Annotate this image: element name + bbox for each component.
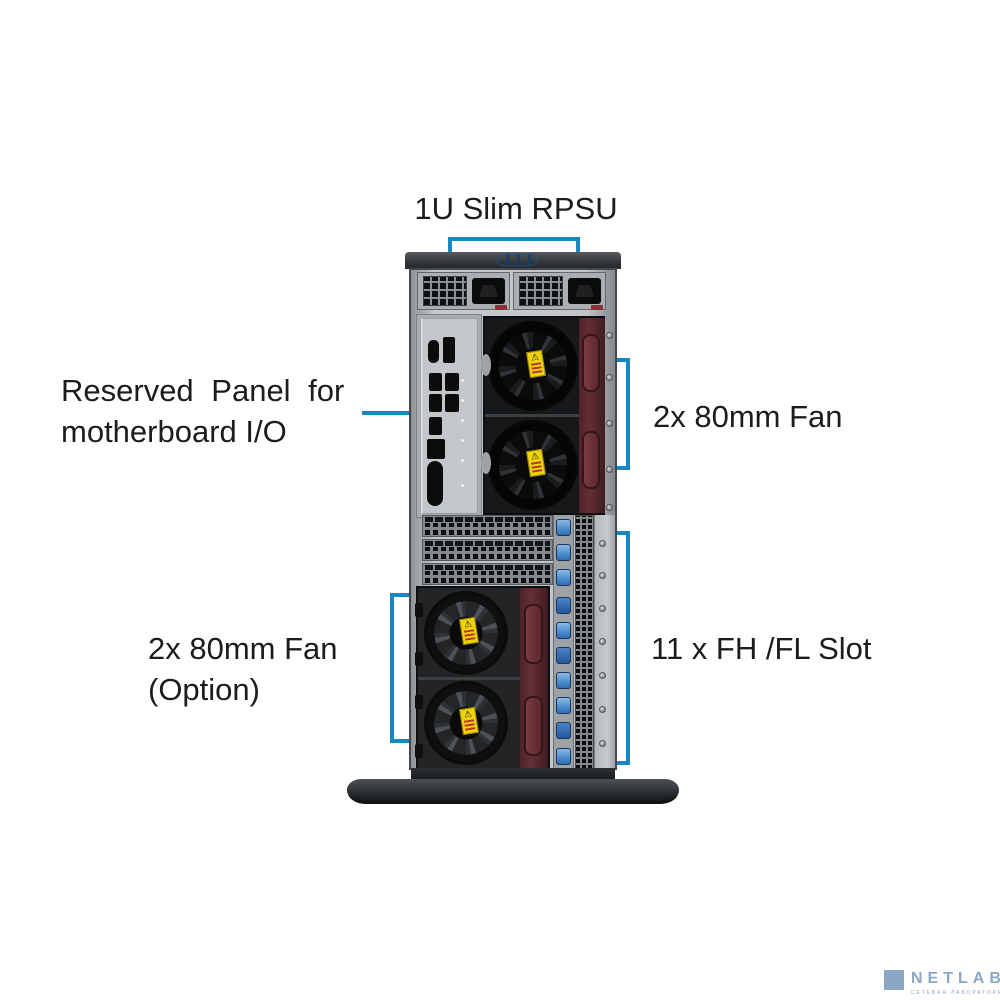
fan-lower-bracket-top-arm	[390, 593, 418, 597]
label-slots: 11 x FH /FL Slot	[651, 631, 872, 666]
pci-slot-vents	[425, 571, 550, 583]
slot-latch	[556, 622, 571, 639]
chassis-bottom-strip	[411, 768, 615, 781]
fan-handle	[582, 334, 600, 392]
lower-fan-module	[415, 586, 550, 770]
netlab-logo-text: NETLAB® СЕТЕВАЯ ЛАБОРАТОРИЯ	[911, 970, 1000, 996]
netlab-logo-square-icon	[884, 970, 904, 990]
fan	[424, 591, 508, 675]
slot-latch	[556, 519, 571, 536]
io-port	[443, 337, 455, 363]
pci-slot-vents	[425, 547, 550, 559]
slot-latch	[556, 544, 571, 561]
pci-slot-row	[422, 563, 553, 585]
io-marker-dot	[461, 439, 464, 442]
fan	[488, 420, 578, 510]
screw	[599, 672, 606, 679]
label-fan-lower-line2: (Option)	[148, 672, 260, 707]
label-psu: 1U Slim RPSU	[414, 191, 618, 226]
screw	[606, 466, 613, 473]
netlab-logo: NETLAB® СЕТЕВАЯ ЛАБОРАТОРИЯ	[884, 970, 1000, 996]
slot-latch	[556, 597, 571, 614]
fan	[424, 681, 508, 765]
fan-lower-bracket-bottom-arm	[390, 739, 418, 743]
pci-slot-vents	[425, 523, 550, 535]
io-marker-dot	[461, 399, 464, 402]
io-port	[429, 373, 442, 391]
pci-slot-row	[422, 539, 553, 561]
io-marker-dot	[461, 459, 464, 462]
tower-foot	[347, 779, 679, 804]
screw	[599, 605, 606, 612]
fan-divider	[418, 677, 548, 680]
psu1-power-inlet	[472, 278, 505, 304]
fan	[488, 321, 578, 411]
fan-clip	[415, 603, 423, 617]
screw	[606, 374, 613, 381]
psu2-clip	[591, 305, 603, 310]
label-fan-lower: 2x 80mm Fan (Option)	[148, 628, 338, 710]
io-port	[445, 373, 459, 391]
label-fan-lower-line1: 2x 80mm Fan	[148, 631, 338, 666]
fan-mount-tab	[481, 452, 491, 474]
psu2-vent-grid	[519, 276, 563, 306]
pci-slot-edge	[425, 517, 550, 522]
screw	[599, 740, 606, 747]
fan-clip	[415, 695, 423, 709]
io-port	[429, 394, 442, 412]
psu2-power-inlet	[568, 278, 601, 304]
pci-slot-edge	[425, 541, 550, 546]
upper-fan-module	[481, 316, 605, 515]
fan-upper-bracket-vertical	[626, 358, 630, 470]
reserved-panel-pointer-line	[362, 411, 438, 415]
screw	[599, 540, 606, 547]
label-reserved-panel-line1: Reserved Panel for	[61, 373, 345, 408]
pci-slot-edge	[425, 565, 550, 570]
screw	[599, 706, 606, 713]
io-panel	[421, 318, 478, 514]
io-marker-dot	[461, 484, 464, 487]
fan-clip	[415, 652, 423, 666]
label-fan-upper: 2x 80mm Fan	[653, 399, 843, 434]
slots-bracket-vertical	[626, 531, 630, 765]
netlab-tagline: СЕТЕВАЯ ЛАБОРАТОРИЯ	[911, 990, 1000, 996]
psu1-clip	[495, 305, 507, 310]
screw	[599, 572, 606, 579]
fan-mount-tab	[481, 354, 491, 376]
pci-slot-row	[422, 515, 553, 537]
io-marker-dot	[461, 419, 464, 422]
slot-latch	[556, 722, 571, 739]
netlab-brand: NETLAB	[911, 970, 1000, 987]
label-reserved-panel: Reserved Panel for motherboard I/O	[61, 370, 344, 452]
slot-latch	[556, 569, 571, 586]
screw	[606, 504, 613, 511]
screw	[599, 638, 606, 645]
io-marker-dot	[461, 379, 464, 382]
fan-lower-bracket-vertical	[390, 593, 394, 743]
slots-bracket-top-arm	[604, 531, 630, 535]
slot-latch	[556, 697, 571, 714]
psu-release-latch	[497, 254, 537, 266]
io-port	[445, 394, 459, 412]
slot-vent-column	[575, 515, 594, 770]
slots-bracket-bottom-arm	[604, 761, 630, 765]
io-port-small	[428, 340, 439, 363]
io-port-dsub	[427, 461, 443, 506]
slot-latch	[556, 748, 571, 765]
fan-divider	[485, 414, 603, 417]
slot-latch	[556, 647, 571, 664]
fan-handle	[582, 431, 600, 489]
psu-bracket-horizontal	[448, 237, 580, 241]
psu1-vent-grid	[423, 276, 467, 306]
screw	[606, 332, 613, 339]
io-port-wide	[427, 439, 445, 459]
fan-handle	[524, 696, 543, 756]
fan-clip	[415, 744, 423, 758]
slot-latch	[556, 672, 571, 689]
label-reserved-panel-line2: motherboard I/O	[61, 414, 287, 449]
fan-handle	[524, 604, 543, 664]
io-port	[429, 417, 442, 435]
screw	[606, 420, 613, 427]
